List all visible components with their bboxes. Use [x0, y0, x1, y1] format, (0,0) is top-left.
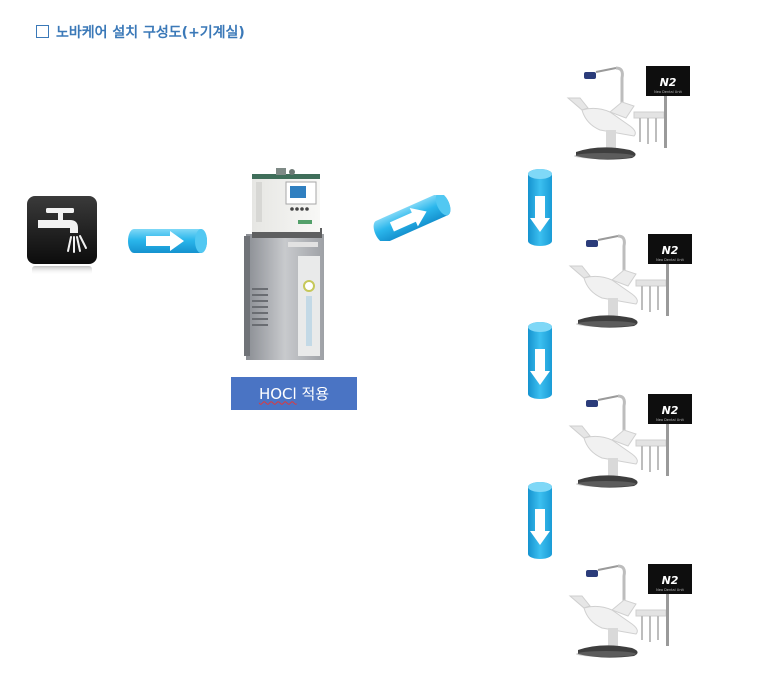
hocl-label-prefix: HOCl — [258, 384, 297, 403]
generator-device — [244, 168, 324, 360]
dental-unit — [562, 392, 702, 492]
page-title: 노바케어 설치 구성도(+기계실) — [36, 22, 245, 42]
title-text: 노바케어 설치 구성도(+기계실) — [56, 25, 245, 41]
dental-unit — [562, 562, 702, 662]
hocl-label: HOCl 적용 — [231, 377, 357, 410]
dental-unit — [560, 64, 700, 164]
down-arrow-icon — [528, 482, 552, 559]
hocl-label-suffix: 적용 — [296, 385, 330, 403]
down-arrow-icon — [528, 169, 552, 246]
flow-arrow-icon — [373, 195, 451, 241]
faucet-icon — [27, 196, 97, 275]
down-arrow-icon — [528, 322, 552, 399]
square-icon — [36, 25, 49, 38]
dental-unit — [562, 232, 702, 332]
flow-arrow-icon — [128, 229, 207, 253]
